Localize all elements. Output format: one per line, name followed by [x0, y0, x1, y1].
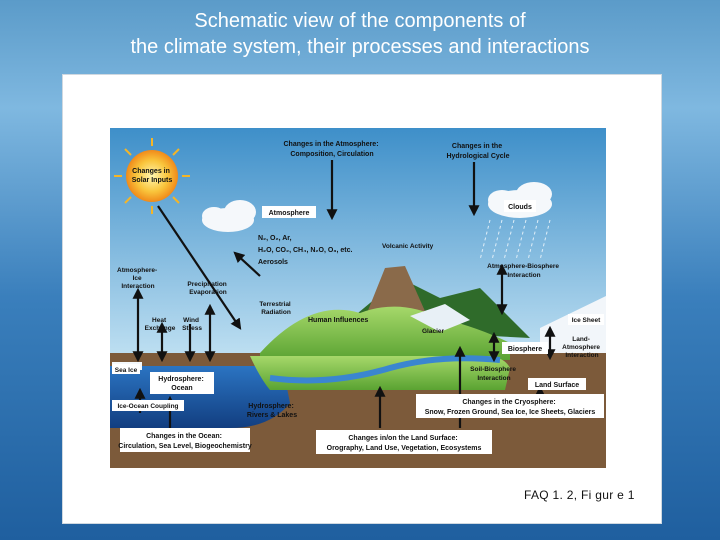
river [269, 355, 501, 384]
label-gases: N₂, O₂, Ar, H₂O, CO₂, CH₄, N₂O, O₃, etc.… [258, 235, 354, 266]
label-changes-solar: Changes in Solar Inputs [132, 168, 173, 184]
slide-title-line1: Schematic view of the components of [194, 10, 526, 32]
mountain-light [260, 306, 510, 360]
label-atmosphere-biosphere: Atmosphere-Biosphere Interaction [487, 263, 561, 279]
label-land-atmosphere: Land- Atmosphere Interaction [562, 336, 602, 359]
label-precipitation: Precipitation Evaporation [187, 281, 228, 296]
arrows [132, 160, 556, 438]
label-volcanic: Volcanic Activity [382, 243, 434, 250]
label-soil-biosphere: Soil-Biosphere Interaction [470, 366, 518, 382]
label-clouds: Clouds [508, 204, 532, 211]
label-atmosphere: Atmosphere [269, 210, 310, 217]
label-ice-sheet: Ice Sheet [572, 317, 601, 324]
figure-caption: FAQ 1. 2, Fi gur e 1 [524, 488, 635, 502]
label-ice-ocean: Ice-Ocean Coupling [117, 403, 178, 410]
label-human: Human Influences [308, 317, 368, 324]
volcano [365, 266, 428, 318]
label-land-changes: Changes in/on the Land Surface: Orograph… [327, 435, 482, 452]
label-changes-hydrological: Changes in the Hydrological Cycle [446, 143, 509, 160]
label-ocean-changes: Changes in the Ocean: Circulation, Sea L… [118, 433, 252, 450]
slide-title-line2: the climate system, their processes and … [130, 36, 590, 58]
label-atmosphere-ice: Atmosphere- Ice Interaction [117, 267, 159, 290]
climate-system-diagram: Changes in Solar Inputs Changes in the A… [110, 128, 606, 468]
label-sea-ice: Sea Ice [115, 367, 138, 374]
label-land-surface: Land Surface [535, 382, 579, 389]
label-glacier: Glacier [422, 328, 445, 335]
label-biosphere: Biosphere [508, 346, 542, 353]
sun-rays [114, 138, 190, 214]
label-heat: Heat Exchange [145, 317, 176, 332]
label-cryosphere: Changes in the Cryosphere: Snow, Frozen … [425, 399, 596, 416]
cloud-left [202, 200, 256, 232]
label-wind: Wind Stress [182, 317, 202, 332]
glacier [410, 304, 470, 332]
label-hydrosphere-ocean: Hydrosphere: Ocean [158, 376, 205, 392]
label-terrestrial: Terrestrial Radiation [259, 301, 292, 316]
slide-title: Schematic view of the components of the … [0, 8, 720, 60]
rain [479, 219, 551, 261]
sun [126, 150, 178, 202]
label-hydrosphere-rivers: Hydrosphere: Rivers & Lakes [247, 403, 297, 419]
label-changes-atmosphere: Changes in the Atmosphere: Composition, … [284, 141, 381, 158]
